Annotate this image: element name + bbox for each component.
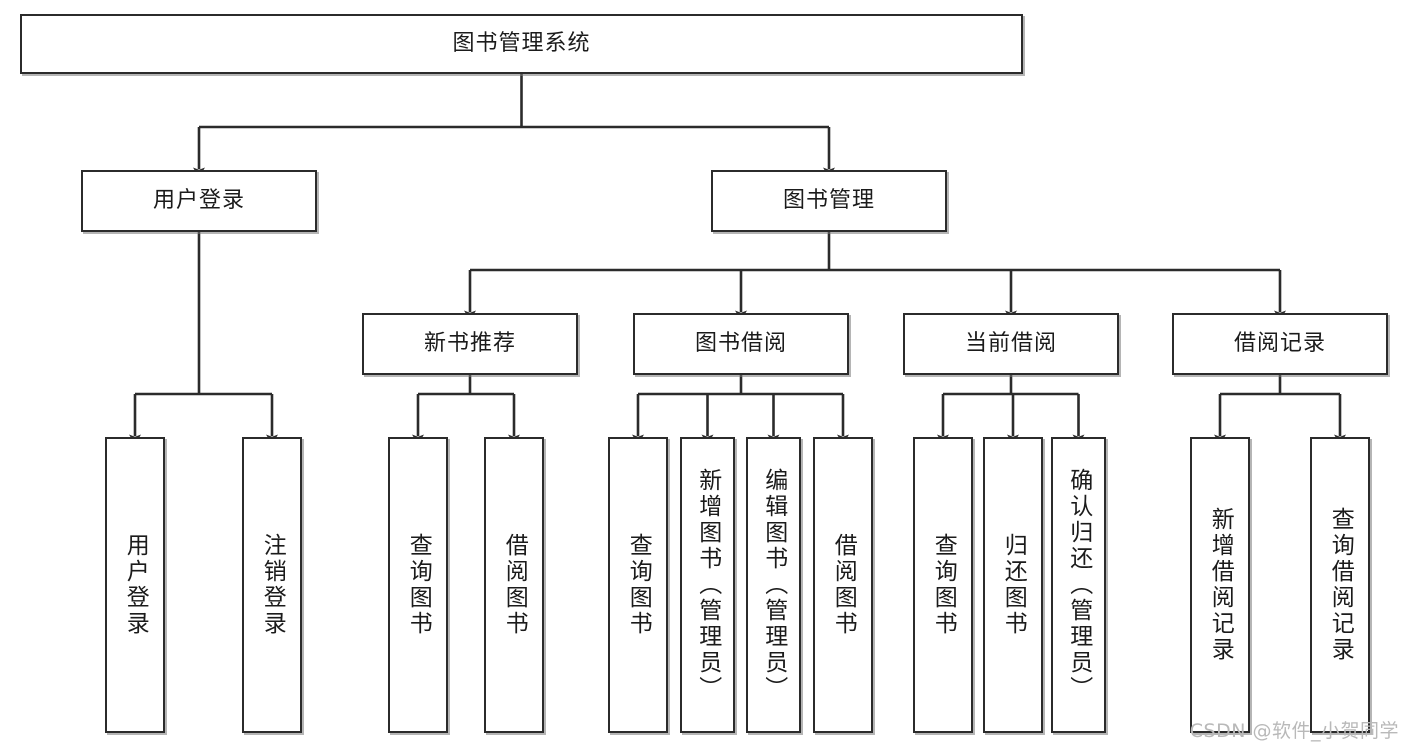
watermark-label: CSDN @软件_小贺同学 [1189, 720, 1399, 742]
node-newbook[interactable]: 新书推荐 [362, 313, 578, 375]
node-leaf-2[interactable]: 注销登录 [242, 437, 302, 733]
node-label: 确认归还（管理员） [1065, 468, 1092, 702]
node-leaf-3[interactable]: 查询图书 [388, 437, 448, 733]
node-leaf-6[interactable]: 新增图书（管理员） [680, 437, 735, 733]
node-label: 图书管理系统 [452, 30, 591, 56]
node-label: 用户登录 [152, 187, 245, 213]
node-leaf-11[interactable]: 确认归还（管理员） [1051, 437, 1106, 733]
node-label: 图书管理 [782, 187, 875, 213]
node-leaf-7[interactable]: 编辑图书（管理员） [746, 437, 801, 733]
node-label: 新增图书（管理员） [694, 468, 721, 702]
node-label: 查询图书 [930, 533, 957, 637]
node-leaf-1[interactable]: 用户登录 [105, 437, 165, 733]
node-leaf-8[interactable]: 借阅图书 [813, 437, 873, 733]
node-label: 归还图书 [1000, 533, 1027, 637]
node-label: 借阅记录 [1233, 330, 1326, 356]
node-label: 查询图书 [405, 533, 432, 637]
node-label: 查询借阅记录 [1327, 507, 1354, 663]
node-label: 注销登录 [259, 533, 286, 637]
node-label: 借阅图书 [830, 533, 857, 637]
node-borrow[interactable]: 图书借阅 [633, 313, 849, 375]
node-label: 编辑图书（管理员） [760, 468, 787, 702]
node-leaf-13[interactable]: 查询借阅记录 [1310, 437, 1370, 733]
node-label: 新增借阅记录 [1207, 507, 1234, 663]
node-login[interactable]: 用户登录 [81, 170, 317, 232]
node-leaf-9[interactable]: 查询图书 [913, 437, 973, 733]
node-label: 新书推荐 [423, 330, 516, 356]
node-leaf-4[interactable]: 借阅图书 [484, 437, 544, 733]
node-root[interactable]: 图书管理系统 [20, 14, 1023, 74]
node-current[interactable]: 当前借阅 [903, 313, 1119, 375]
node-label: 借阅图书 [501, 533, 528, 637]
node-label: 图书借阅 [694, 330, 787, 356]
node-records[interactable]: 借阅记录 [1172, 313, 1388, 375]
node-leaf-5[interactable]: 查询图书 [608, 437, 668, 733]
node-label: 当前借阅 [964, 330, 1057, 356]
node-label: 用户登录 [122, 533, 149, 637]
node-leaf-12[interactable]: 新增借阅记录 [1190, 437, 1250, 733]
node-label: 查询图书 [625, 533, 652, 637]
node-bookmgmt[interactable]: 图书管理 [711, 170, 947, 232]
node-leaf-10[interactable]: 归还图书 [983, 437, 1043, 733]
